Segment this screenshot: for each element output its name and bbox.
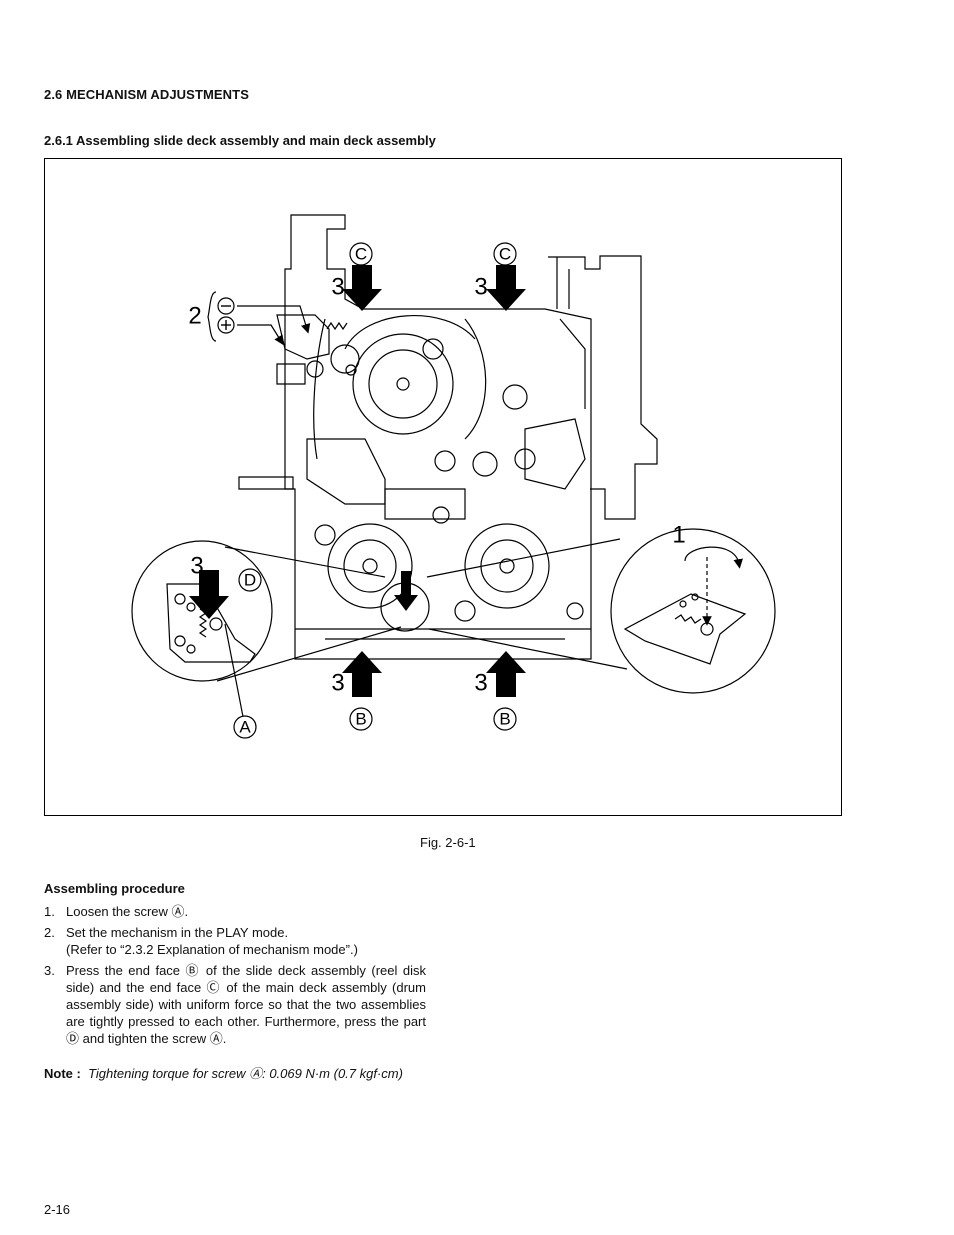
section-heading: 2.6 MECHANISM ADJUSTMENTS	[44, 87, 249, 102]
procedure-step: 3. Press the end face Ⓑ of the slide dec…	[44, 963, 426, 1046]
note-label: Note :	[44, 1066, 81, 1081]
step1-label: 1	[672, 522, 685, 549]
step3-label-bottom-left: 3	[331, 670, 344, 697]
procedure-steps: 1. Loosen the screw Ⓐ. 2. Set the mechan…	[44, 903, 426, 1051]
label-b-right: B	[499, 710, 510, 729]
procedure-title: Assembling procedure	[44, 881, 185, 896]
label-c-left: C	[355, 245, 367, 264]
torque-note: Note : Tightening torque for screw Ⓐ: 0.…	[44, 1063, 403, 1082]
label-b-left-circle	[349, 707, 373, 731]
label-a-circle	[233, 715, 257, 739]
procedure-step: 1. Loosen the screw Ⓐ.	[44, 904, 189, 919]
label-c-left-circle	[349, 242, 373, 266]
label-b-left: B	[355, 710, 366, 729]
label-c-right: C	[499, 245, 511, 264]
step3-label-bottom-right: 3	[474, 670, 487, 697]
step3-label-top-left: 3	[331, 274, 344, 301]
label-a: A	[239, 718, 251, 737]
step3-label-top-right: 3	[474, 274, 487, 301]
step3-label-zoom: 3	[190, 553, 203, 580]
figure-frame: C C B B A D 3 3 3 3 3 2 1	[44, 158, 842, 816]
page-number: 2-16	[44, 1202, 71, 1217]
subsection-heading: 2.6.1 Assembling slide deck assembly and…	[44, 133, 436, 148]
label-d-circle	[238, 568, 262, 592]
label-b-right-circle	[493, 707, 517, 731]
figure-caption: Fig. 2-6-1	[420, 835, 476, 850]
procedure-step: 2. Set the mechanism in the PLAY mode. (…	[44, 925, 358, 957]
step2-label: 2	[188, 303, 201, 330]
mechanism-diagram: C C B B A D 3 3 3 3 3 2 1	[131, 214, 776, 739]
label-c-right-circle	[493, 242, 517, 266]
label-d: D	[244, 571, 256, 590]
note-text: Tightening torque for screw Ⓐ: 0.069 N·m…	[88, 1066, 403, 1081]
